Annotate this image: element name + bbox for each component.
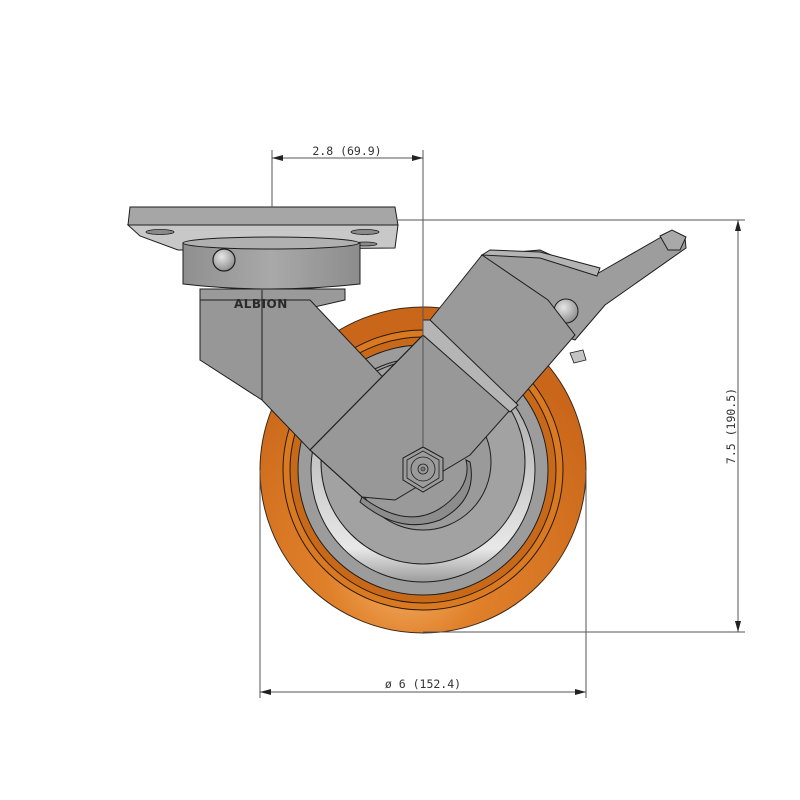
- brake-pedal-tip: [659, 229, 687, 251]
- axle-nut: [402, 446, 444, 493]
- swivel-offset-label: 2.8 (69.9): [312, 144, 381, 158]
- dimension-overall-height: 7.5 (190.5): [398, 219, 745, 633]
- wheel-diameter-label: ø 6 (152.4): [385, 677, 461, 691]
- top-plate-top: [127, 206, 399, 226]
- brake-pedal-top: [480, 249, 601, 277]
- top-plate-assembly: [126, 206, 399, 290]
- axle-hex-inner: [406, 450, 440, 489]
- axle-center: [420, 466, 426, 472]
- dimension-swivel-offset: 2.8 (69.9): [271, 144, 424, 207]
- overall-height-label: 7.5 (190.5): [724, 388, 738, 464]
- mount-hole: [350, 229, 380, 235]
- mount-hole: [145, 229, 175, 235]
- dimension-wheel-diameter: ø 6 (152.4): [259, 470, 587, 698]
- grease-fitting: [212, 248, 236, 272]
- hub-crescent: [359, 459, 472, 526]
- brake-latch: [569, 349, 587, 364]
- brand-label: ALBION: [234, 297, 288, 311]
- raceway-top-rim: [182, 236, 360, 250]
- fork-leg: [309, 254, 576, 501]
